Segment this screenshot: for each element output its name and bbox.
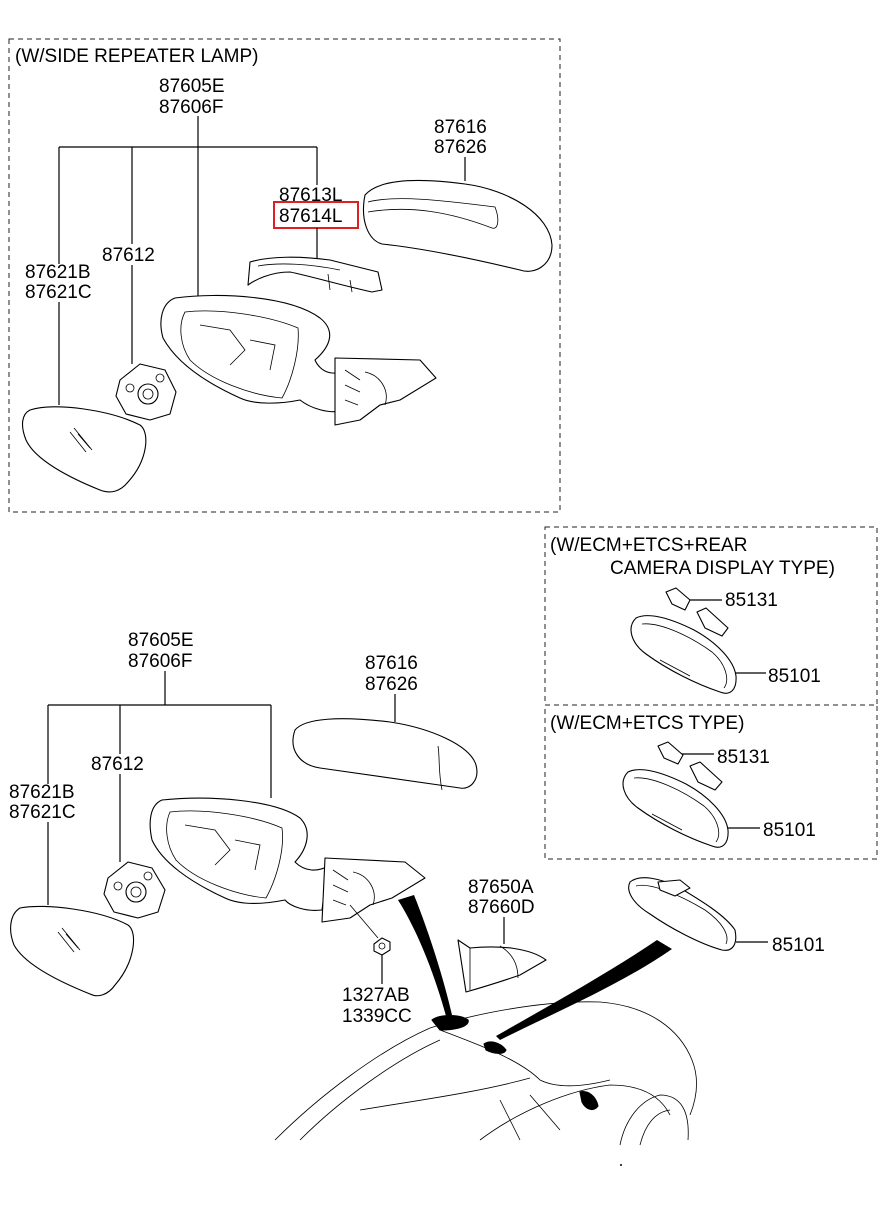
section-caption-line2: CAMERA DISPLAY TYPE) [610, 558, 835, 579]
section-ecm-etcs: (W/ECM+ETCS TYPE) 85131 85101 [544, 704, 878, 860]
section-ecm-etcs-rear-camera: (W/ECM+ETCS+REAR CAMERA DISPLAY TYPE) 85… [544, 526, 878, 706]
part-label-85101[interactable]: 85101 [772, 935, 825, 956]
side-repeater-lamp-illustration [247, 256, 383, 293]
part-label-1339cc[interactable]: 1339CC [342, 1006, 412, 1027]
part-label-87621c[interactable]: 87621C [25, 282, 92, 303]
actuator-illustration [103, 861, 166, 919]
section-caption: (W/ECM+ETCS TYPE) [550, 713, 744, 734]
leader-lines [58, 116, 466, 405]
part-label-87612[interactable]: 87612 [91, 754, 144, 775]
nut-illustration [373, 937, 391, 956]
part-label-87605e[interactable]: 87605E [159, 76, 225, 97]
mirror-housing-illustration [149, 797, 426, 939]
mirror-cover-illustration [363, 179, 553, 272]
inside-mirror-85101-illustration [630, 615, 737, 694]
mirror-cover-85131-illustration [665, 587, 729, 637]
triangle-trim-illustration [457, 939, 547, 993]
leader-lines [47, 671, 768, 984]
mirror-cover-85131-illustration [657, 741, 723, 791]
part-label-87621c[interactable]: 87621C [9, 802, 76, 823]
actuator-illustration [115, 363, 177, 421]
part-label-85101[interactable]: 85101 [768, 666, 821, 687]
pointer-wedge-outside-mirror [398, 895, 452, 1016]
part-label-87626[interactable]: 87626 [434, 137, 487, 158]
pointer-wedge-inside-mirror [496, 940, 672, 1040]
part-label-87616[interactable]: 87616 [434, 117, 487, 138]
part-label-85131[interactable]: 85131 [725, 590, 778, 611]
part-label-85101[interactable]: 85101 [763, 820, 816, 841]
part-label-87613l[interactable]: 87613L [279, 185, 342, 206]
part-label-87621b[interactable]: 87621B [9, 782, 75, 803]
part-label-85131[interactable]: 85131 [717, 747, 770, 768]
section-caption-line1: (W/ECM+ETCS+REAR [550, 535, 747, 556]
part-label-87605e[interactable]: 87605E [128, 630, 194, 651]
part-label-87660d[interactable]: 87660D [468, 897, 535, 918]
part-label-87626[interactable]: 87626 [365, 674, 418, 695]
part-label-87612[interactable]: 87612 [102, 245, 155, 266]
section-frame [544, 704, 878, 860]
part-label-87650a[interactable]: 87650A [468, 877, 534, 898]
section-frame [8, 38, 561, 513]
part-label-1327ab[interactable]: 1327AB [342, 985, 410, 1006]
part-label-87606f[interactable]: 87606F [159, 97, 223, 118]
mirror-glass-illustration [10, 905, 135, 997]
mirror-glass-illustration [21, 406, 147, 493]
section-caption: (W/SIDE REPEATER LAMP) [15, 46, 259, 67]
car-body-illustration [274, 895, 697, 1166]
part-label-87606f[interactable]: 87606F [128, 651, 192, 672]
highlight-box-87614l [273, 201, 359, 229]
part-label-87621b[interactable]: 87621B [25, 262, 91, 283]
section-standard: 87605E 87606F 87616 87626 87612 87621B 8… [9, 630, 825, 1027]
inside-mirror-illustration [628, 877, 737, 951]
part-label-87614l[interactable]: 87614L [279, 206, 342, 227]
mirror-cover-illustration [292, 718, 478, 791]
part-label-87616[interactable]: 87616 [365, 653, 418, 674]
inside-mirror-85101-illustration [622, 769, 729, 848]
mirror-housing-illustration [160, 294, 437, 426]
section-side-repeater-lamp: (W/SIDE REPEATER LAMP) 87605E 87606F 876… [8, 38, 561, 513]
